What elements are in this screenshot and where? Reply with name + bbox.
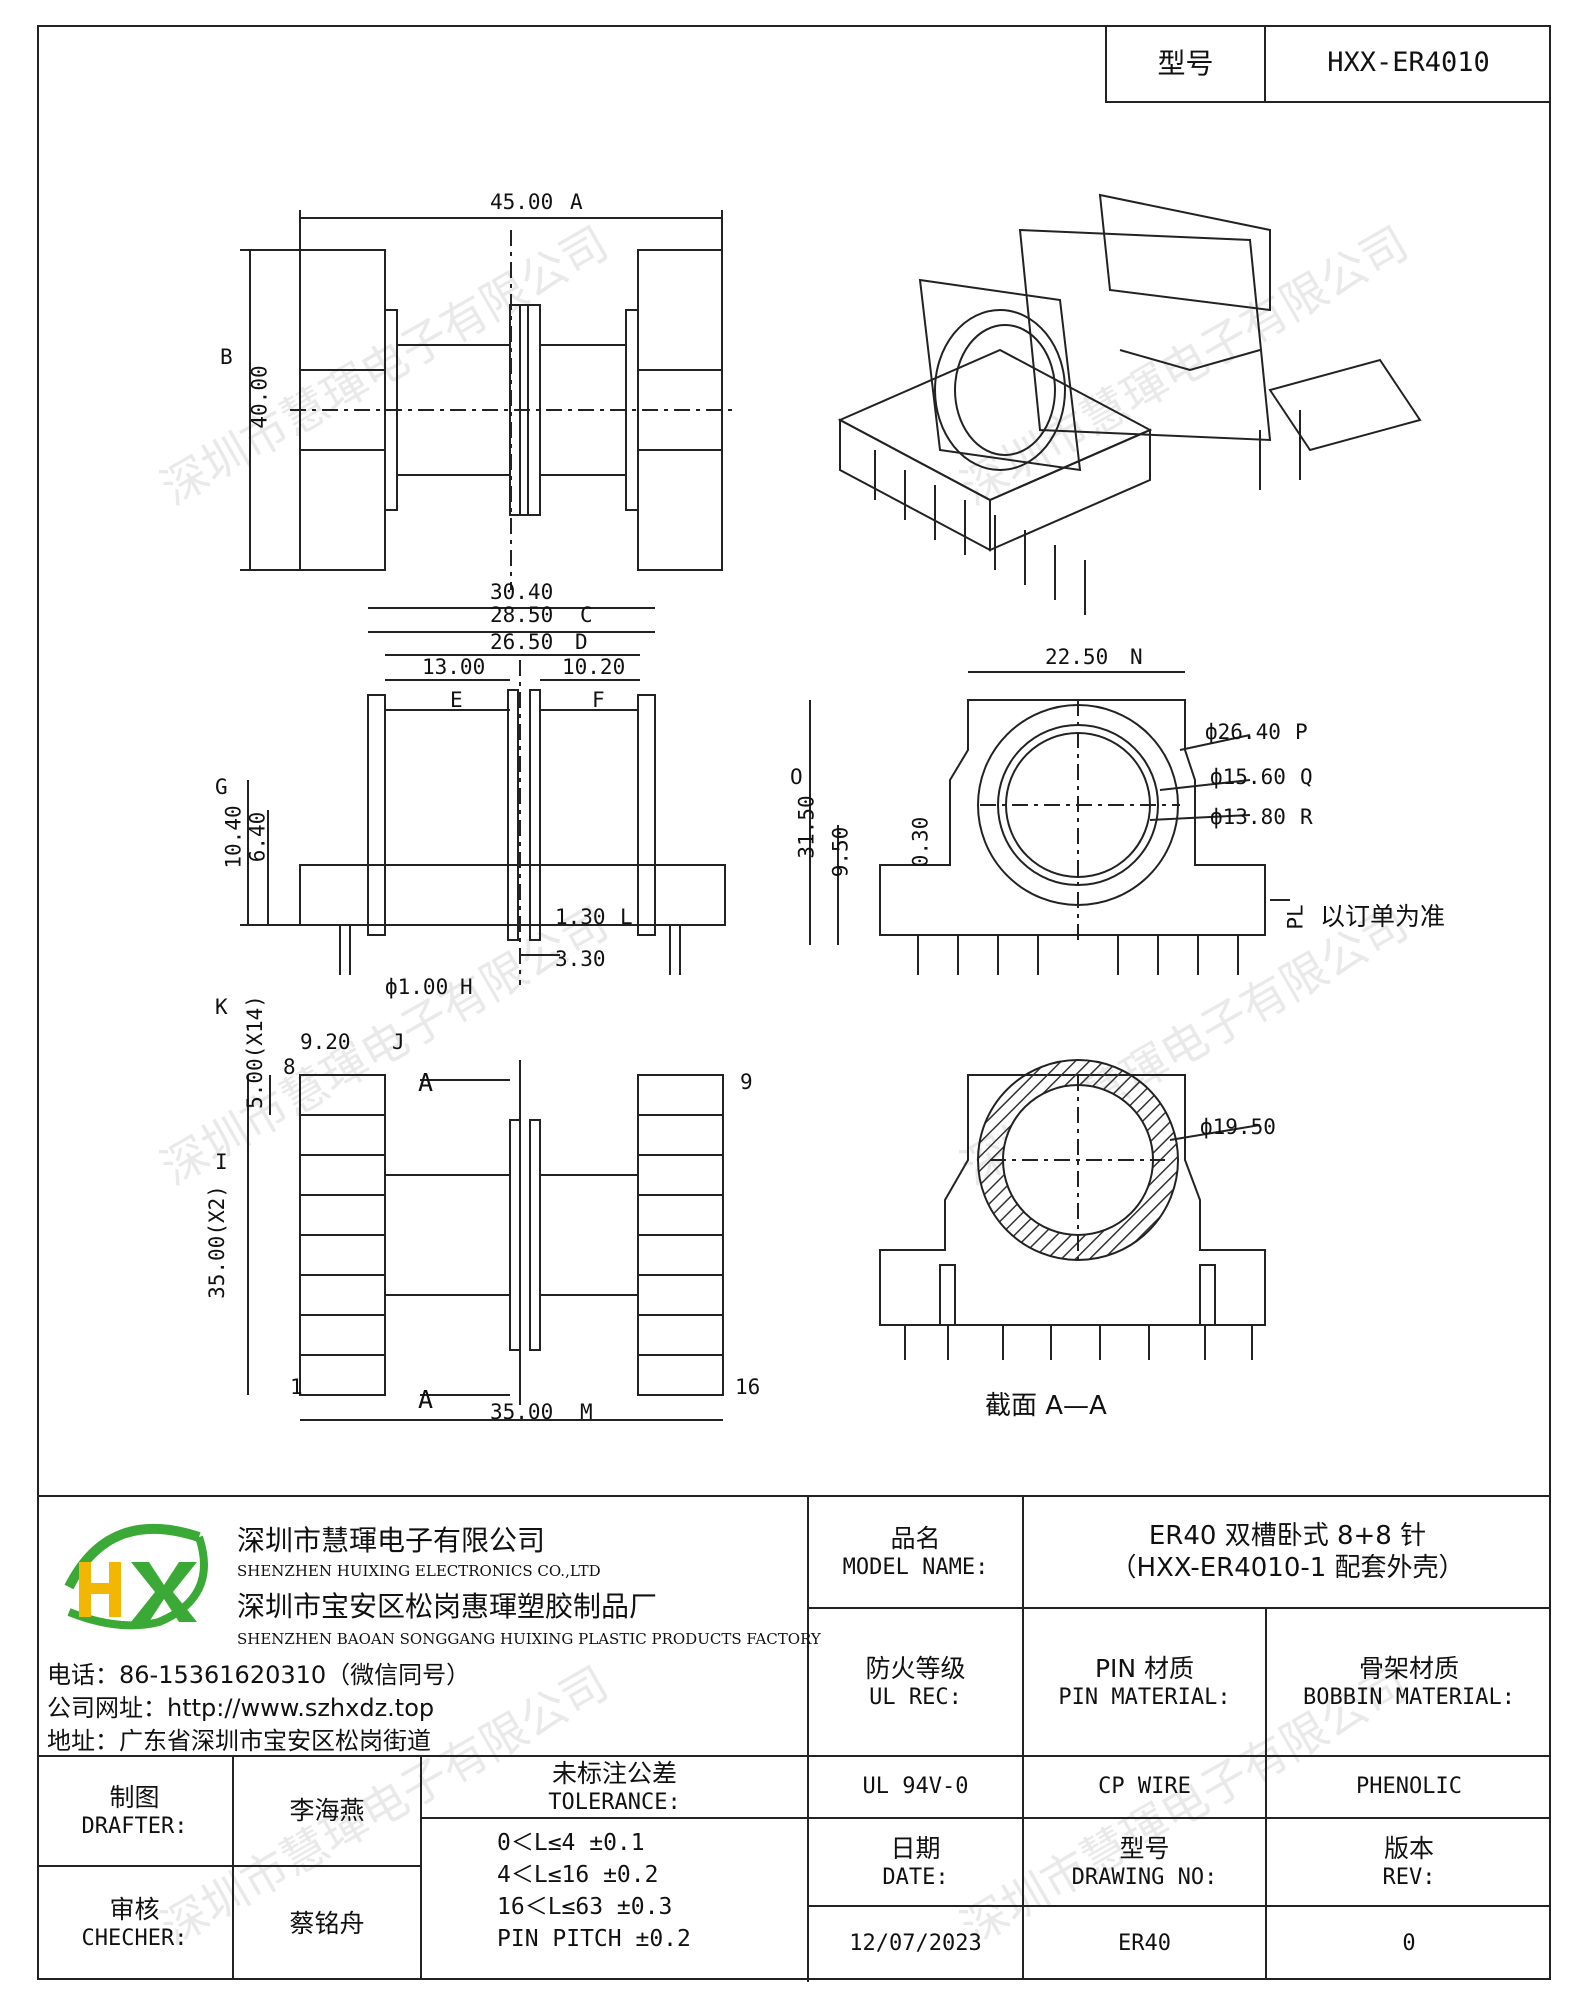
tolerance-row: 16＜L≤63 ±0.3	[497, 1894, 673, 1920]
dim-p-letter: P	[1295, 720, 1308, 744]
dim-g-letter: G	[215, 775, 228, 799]
section-mark-bottom: A	[418, 1385, 434, 1414]
dim-c-letter: C	[580, 603, 593, 627]
dim-f-letter: F	[592, 688, 605, 712]
side-view	[240, 607, 726, 985]
pin-number-8: 8	[283, 1055, 296, 1079]
dim-r-value: ф13.80	[1210, 805, 1286, 829]
dim-l-letter: L	[620, 905, 633, 929]
drawing-no-value: ER40	[1118, 1930, 1171, 1956]
company-logo	[64, 1523, 208, 1630]
dim-e-letter: E	[450, 688, 463, 712]
dim-r-letter: R	[1300, 805, 1313, 829]
dim-offset-value: 3.30	[555, 947, 606, 971]
isometric-view	[837, 193, 1422, 615]
dim-p-value: ф26.40	[1205, 720, 1281, 744]
tolerance-row: PIN PITCH ±0.2	[497, 1926, 691, 1952]
order-note: 以订单为准	[1320, 902, 1446, 931]
rev-value: 0	[1402, 1930, 1416, 1956]
drafter-name: 李海燕	[289, 1796, 365, 1826]
tolerance-table: 0＜L≤4 ±0.1 4＜L≤16 ±0.2 16＜L≤63 ±0.3 PIN …	[497, 1827, 797, 1955]
dim-d-value: 26.50	[490, 630, 554, 654]
pin-material-value: CP WIRE	[1098, 1774, 1191, 1800]
dim-o3-value: 0.30	[908, 816, 933, 868]
pin-material-label: PIN 材质 PIN MATERIAL:	[1058, 1653, 1231, 1710]
dim-o-value: 31.50	[794, 795, 819, 859]
dim-o-letter: O	[790, 765, 803, 789]
company-website: 公司网址：http://www.szhxdz.top	[47, 1694, 435, 1722]
technical-drawing	[240, 193, 1422, 1421]
bobbin-material-value: PHENOLIC	[1356, 1774, 1462, 1800]
tolerance-row: 0＜L≤4 ±0.1	[497, 1830, 645, 1856]
pin-number-9: 9	[740, 1070, 753, 1094]
dim-a-value: 45.00	[490, 190, 554, 214]
dim-q-letter: Q	[1300, 765, 1313, 789]
dim-j-value: 9.20	[300, 1030, 351, 1054]
title-block: 深圳市慧琿电子有限公司 SHENZHEN HUIXING ELECTRONICS…	[37, 1495, 1551, 1982]
model-name-label: 品名 MODEL NAME:	[842, 1523, 989, 1580]
dim-k-value: 5.00(X14)	[242, 995, 267, 1109]
dim-l-value: 1.30	[555, 905, 606, 929]
dim-n-value: 22.50	[1045, 645, 1109, 669]
pin-number-1: 1	[290, 1375, 303, 1399]
rev-label: 版本 REV:	[1382, 1833, 1436, 1890]
tolerance-row: 4＜L≤16 ±0.2	[497, 1862, 659, 1888]
checker-name: 蔡铭舟	[289, 1908, 365, 1938]
ul-rec-value: UL 94V-0	[862, 1774, 969, 1800]
bottom-view	[247, 1060, 724, 1421]
dim-c-value: 28.50	[490, 603, 554, 627]
dim-n-letter: N	[1130, 645, 1143, 669]
checker-label: 审核 CHECHER:	[81, 1895, 188, 1952]
dim-m-letter: M	[580, 1400, 593, 1424]
dim-b-letter: B	[220, 345, 233, 369]
section-mark-top: A	[418, 1068, 434, 1097]
drawing-no-label: 型号 DRAWING NO:	[1071, 1833, 1218, 1890]
dim-g-value: 10.40	[221, 805, 246, 869]
dim-d-letter: D	[575, 630, 588, 654]
dim-k-letter: K	[215, 995, 228, 1019]
dim-a-letter: A	[570, 190, 583, 214]
company-name-en: SHENZHEN HUIXING ELECTRONICS CO.,LTD	[237, 1562, 601, 1580]
factory-name-en: SHENZHEN BAOAN SONGGANG HUIXING PLASTIC …	[237, 1630, 821, 1648]
dim-h-letter: H	[460, 975, 473, 999]
model-label: 型号	[1157, 46, 1214, 80]
date-label: 日期 DATE:	[882, 1833, 949, 1890]
pl-note: PL	[1283, 904, 1308, 930]
company-address: 地址：广东省深圳市宝安区松岗街道	[47, 1727, 431, 1755]
company-name-cn: 深圳市慧琿电子有限公司	[237, 1524, 546, 1557]
dim-g2-value: 6.40	[245, 811, 270, 863]
tolerance-label: 未标注公差 TOLERANCE:	[548, 1758, 681, 1815]
front-view	[809, 671, 1290, 975]
dim-j-letter: J	[392, 1030, 405, 1054]
dim-core-value: ф19.50	[1200, 1115, 1276, 1139]
dim-i-value: 35.00(X2)	[204, 1185, 229, 1299]
drafter-label: 制图 DRAFTER:	[81, 1782, 188, 1839]
factory-name-cn: 深圳市宝安区松岗惠琿塑胶制品厂	[237, 1590, 658, 1623]
bobbin-material-label: 骨架材质 BOBBIN MATERIAL:	[1303, 1653, 1515, 1710]
dim-top-value: 30.40	[490, 580, 554, 604]
dim-b-value: 40.00	[247, 365, 272, 429]
pin-number-16: 16	[735, 1375, 761, 1399]
top-view	[240, 210, 735, 590]
section-view	[879, 1059, 1266, 1360]
dim-q-value: ф15.60	[1210, 765, 1286, 789]
model-value: HXX-ER4010	[1327, 47, 1490, 79]
dim-e-value: 13.00	[422, 655, 486, 679]
dim-m-value: 35.00	[490, 1400, 554, 1424]
dim-h-value: ф1.00	[385, 975, 449, 999]
drawing-frame	[37, 25, 1551, 1980]
section-caption: 截面 A—A	[985, 1391, 1107, 1421]
dim-i-letter: I	[215, 1150, 228, 1174]
model-box: 型号 HXX-ER4010	[1105, 25, 1551, 103]
date-value: 12/07/2023	[849, 1930, 982, 1956]
dim-o2-value: 9.50	[828, 826, 853, 878]
product-name: ER40 双槽卧式 8+8 针 （HXX-ER4010-1 配套外壳）	[1110, 1520, 1465, 1584]
ul-rec-label: 防火等级 UL REC:	[865, 1653, 966, 1710]
company-phone: 电话：86-15361620310（微信同号）	[47, 1661, 471, 1689]
dim-f-value: 10.20	[562, 655, 626, 679]
